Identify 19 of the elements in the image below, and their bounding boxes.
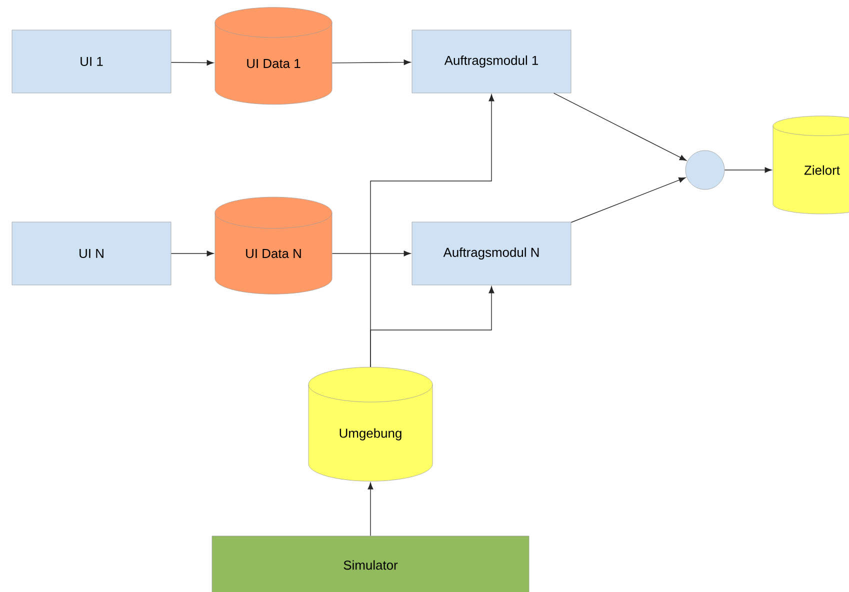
process-box: UI 1 xyxy=(12,30,172,94)
arrow xyxy=(368,482,374,536)
arrow xyxy=(570,177,686,223)
arrow xyxy=(170,250,214,256)
database-cylinder: UI Data N xyxy=(214,196,332,294)
process-box: Auftragsmodul N xyxy=(412,222,572,286)
database-cylinder: UI Data 1 xyxy=(214,7,332,105)
arrow xyxy=(170,60,214,66)
arrow xyxy=(724,167,772,173)
arrow xyxy=(332,250,411,256)
simulator-box: Simulator xyxy=(212,536,530,592)
arrow xyxy=(332,60,411,66)
process-box: Auftragsmodul 1 xyxy=(412,30,572,94)
arrow xyxy=(370,286,494,368)
arrow xyxy=(553,92,686,161)
process-box: UI N xyxy=(12,222,172,286)
database-cylinder: Zielort xyxy=(772,116,849,214)
junction-circle xyxy=(685,150,725,190)
database-cylinder: Umgebung xyxy=(308,366,433,482)
